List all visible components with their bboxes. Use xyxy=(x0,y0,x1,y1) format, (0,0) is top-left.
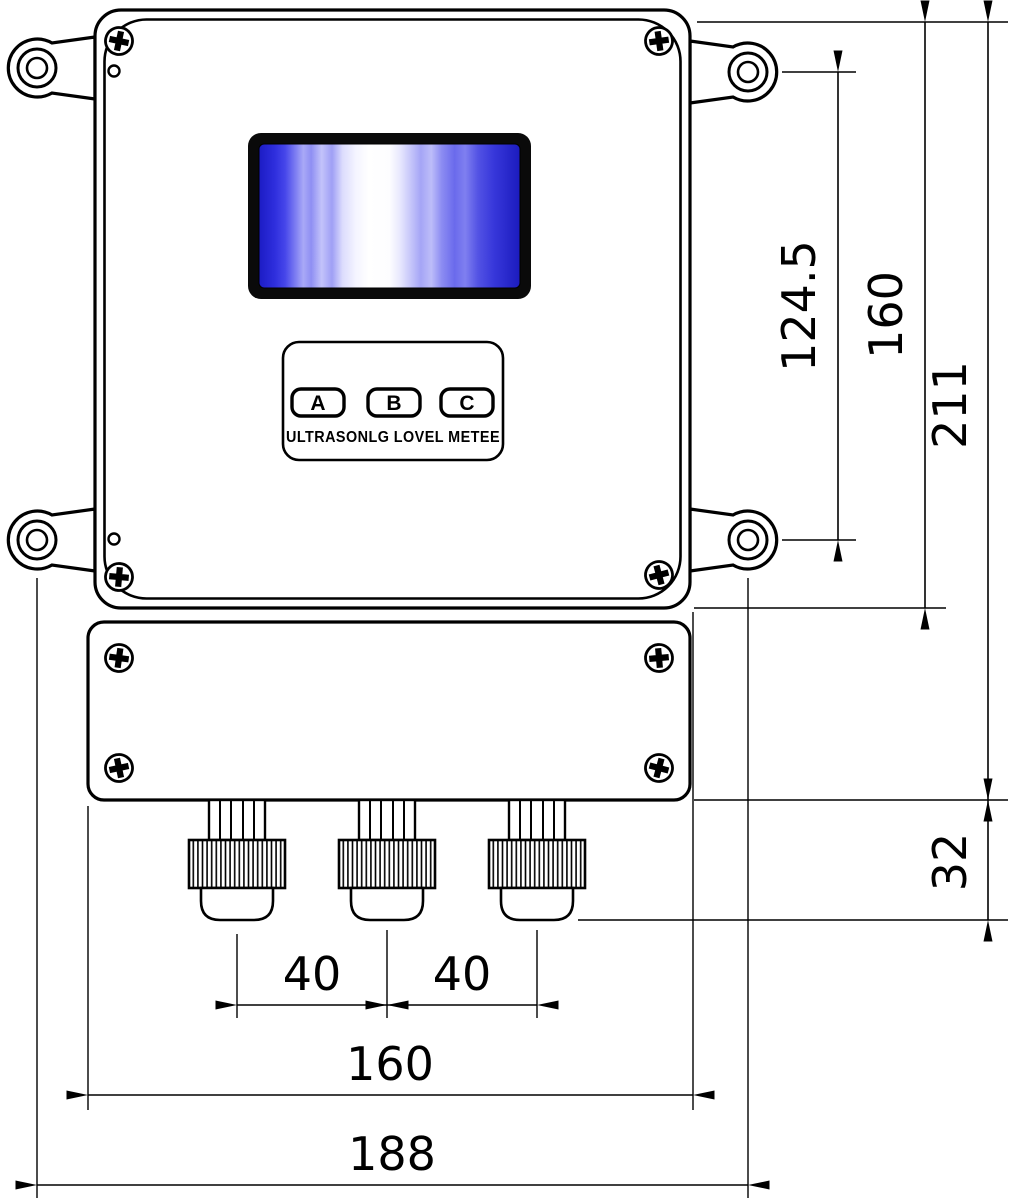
button-a-label: A xyxy=(310,392,325,415)
button-a-outline xyxy=(290,387,346,418)
button-c-outline xyxy=(439,387,495,418)
pilot-hole-top xyxy=(107,64,121,78)
enclosure: A B C ULTRASONLG LOVEL METEE xyxy=(6,8,779,922)
lcd-display xyxy=(248,133,531,299)
dimensions: 124.5 160 211 32 40 40 160 188 xyxy=(15,0,1008,1198)
dimension-gland-pitch-right: 40 xyxy=(365,947,559,1010)
dimension-overall-height: 211 xyxy=(923,0,993,822)
dimension-text-32: 32 xyxy=(923,833,977,892)
front-panel xyxy=(103,18,682,600)
enclosure-body xyxy=(93,8,692,610)
lcd-screen xyxy=(258,143,521,289)
cable-gland-middle xyxy=(337,798,437,922)
dimension-gland-pitch-left: 40 xyxy=(215,947,409,1010)
cable-gland-left xyxy=(187,798,287,922)
cable-gland-right xyxy=(487,798,587,922)
dimension-text-124-5: 124.5 xyxy=(772,240,826,372)
mounting-hole-bottom-right xyxy=(727,519,769,561)
mounting-hole-top-right xyxy=(727,51,769,93)
dimension-text-211: 211 xyxy=(923,361,977,449)
button-b: B xyxy=(366,387,422,418)
dimension-hole-spacing-horizontal: 188 xyxy=(15,1127,770,1190)
button-c-label: C xyxy=(459,392,474,415)
keypad-panel xyxy=(281,340,505,462)
mounting-hole-bottom-left xyxy=(16,519,58,561)
product-label: ULTRASONLG LOVEL METEE xyxy=(286,429,500,446)
dimension-text-160-vertical: 160 xyxy=(859,271,913,359)
junction-box xyxy=(86,620,692,802)
dimension-text-188: 188 xyxy=(348,1127,436,1181)
junction-screw-top-right xyxy=(644,643,673,672)
cable-glands xyxy=(187,798,587,922)
keypad: A B C ULTRASONLG LOVEL METEE xyxy=(281,340,505,462)
dimension-body-width: 160 xyxy=(66,1037,715,1100)
pilot-hole-bottom xyxy=(107,532,121,546)
button-b-label: B xyxy=(386,392,401,415)
button-c: C xyxy=(439,387,495,418)
corner-screw-bottom-left xyxy=(104,562,133,591)
button-b-outline xyxy=(366,387,422,418)
mounting-hole-top-left xyxy=(16,47,58,89)
junction-box-body xyxy=(86,620,692,802)
dimension-text-40-left: 40 xyxy=(283,947,342,1001)
button-a: A xyxy=(290,387,346,418)
dimension-gland-height: 32 xyxy=(923,778,993,942)
dimension-body-height: 160 xyxy=(859,0,930,630)
dimension-hole-spacing-vertical: 124.5 xyxy=(772,50,843,562)
dimension-text-40-right: 40 xyxy=(433,947,492,1001)
dimension-text-160-horizontal: 160 xyxy=(346,1037,434,1091)
